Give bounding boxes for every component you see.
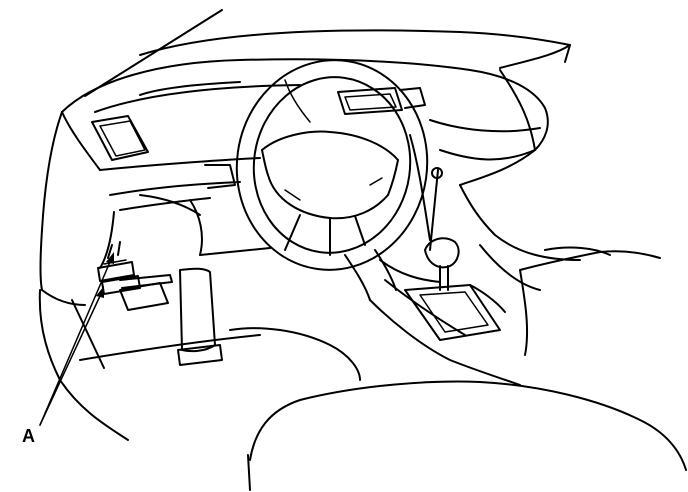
left-air-vent	[91, 115, 149, 161]
lower-dash-panel	[139, 164, 271, 256]
left-door-panel	[38, 111, 129, 441]
steering-column	[344, 249, 397, 301]
steering-wheel	[235, 59, 429, 271]
gear-shifter	[404, 237, 506, 341]
pedals	[119, 267, 223, 366]
windshield-outline	[84, 9, 571, 97]
floor-and-seat	[79, 250, 687, 491]
callout-label-a: A	[22, 426, 35, 446]
center-console	[369, 134, 611, 386]
dashboard	[61, 58, 549, 211]
center-air-vents	[337, 87, 426, 115]
callout-leader-a	[39, 252, 114, 426]
